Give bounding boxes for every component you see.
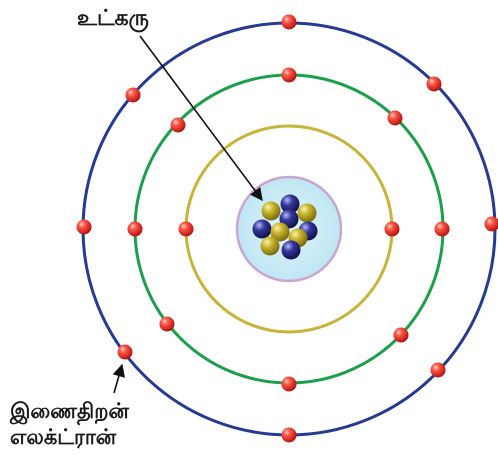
electron	[431, 363, 446, 378]
valence-pointer-arrow	[114, 365, 122, 393]
electron	[282, 428, 297, 443]
electron	[394, 328, 409, 343]
proton	[262, 202, 281, 221]
neutron	[253, 220, 272, 239]
electron	[385, 222, 400, 237]
electron	[282, 68, 297, 83]
electron	[126, 88, 141, 103]
electron	[77, 220, 92, 235]
electron	[427, 77, 442, 92]
proton	[298, 204, 317, 223]
proton	[261, 237, 280, 256]
valence-label-line1: இணைதிறன்	[10, 398, 129, 424]
electron	[485, 217, 498, 232]
electron	[282, 377, 297, 392]
valence-label-line2: எலக்ட்ரான்	[10, 424, 129, 450]
electron	[435, 222, 450, 237]
electron	[179, 222, 194, 237]
electron	[388, 111, 403, 126]
nucleus-label: உட்கரு	[77, 8, 149, 30]
electron	[128, 222, 143, 237]
neutron	[282, 241, 301, 260]
valence-electron-label: இணைதிறன் எலக்ட்ரான்	[10, 398, 129, 451]
valence-electron	[118, 345, 133, 360]
electron	[282, 15, 297, 30]
electron	[171, 118, 186, 133]
electron	[160, 317, 175, 332]
